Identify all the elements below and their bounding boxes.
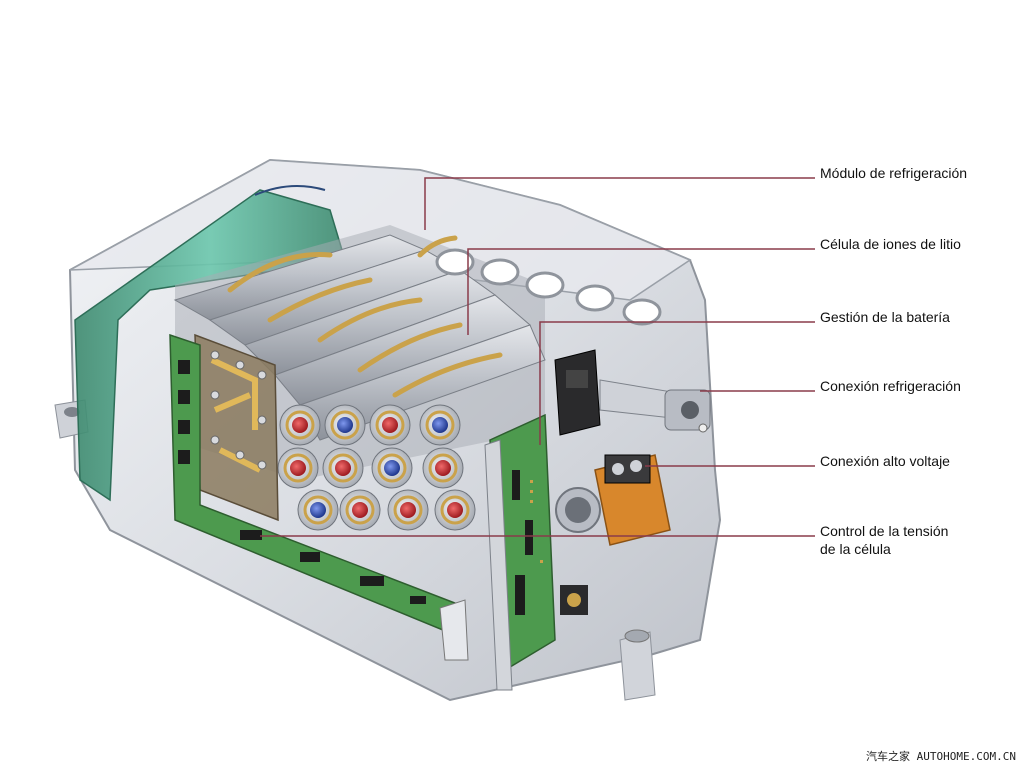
cell-cap-ring	[330, 410, 360, 440]
gold-bands	[227, 235, 503, 398]
cell-cap-ring	[283, 453, 313, 483]
positive-terminal	[435, 460, 451, 476]
battery-management-board	[484, 413, 556, 691]
cell-cap-ring	[285, 410, 315, 440]
cell-cap-ring	[303, 495, 333, 525]
cell-cap-ring	[428, 453, 458, 483]
negative-terminal	[337, 417, 353, 433]
cell-terminals	[277, 404, 476, 531]
cell-cap-ring	[328, 453, 358, 483]
label-cooling-module: Módulo de refrigeración	[820, 165, 968, 181]
leader-battery-management	[539, 321, 815, 445]
leader-lithium-cell	[467, 248, 815, 335]
label-battery-management: Gestión de la batería	[820, 309, 950, 325]
positive-terminal	[382, 417, 398, 433]
cell-cap-ring	[377, 453, 407, 483]
label-lithium-cell: Célula de iones de litio	[820, 236, 961, 252]
label-cell-voltage-control-line2: de la célula	[820, 541, 891, 557]
negative-terminal	[310, 502, 326, 518]
round-connector	[555, 487, 601, 615]
high-voltage-connector	[594, 454, 671, 546]
negative-terminal	[432, 417, 448, 433]
signal-plug-connector	[554, 349, 601, 436]
cooling-connection-fitting	[599, 379, 711, 433]
positive-terminal	[400, 502, 416, 518]
watermark: 汽车之家 AUTOHOME.COM.CN	[866, 750, 1016, 763]
cooling-tubes	[435, 248, 662, 326]
cell-voltage-control-board	[169, 333, 469, 661]
leader-lines	[260, 177, 815, 537]
bus-bar-plate	[194, 333, 279, 522]
positive-terminal	[290, 460, 306, 476]
cell-cap-ring	[425, 410, 455, 440]
label-cooling-connection: Conexión refrigeración	[820, 378, 961, 394]
leader-cooling-module	[424, 177, 815, 230]
positive-terminal	[335, 460, 351, 476]
label-high-voltage-connection: Conexión alto voltaje	[820, 453, 950, 469]
negative-terminal	[384, 460, 400, 476]
positive-terminal	[447, 502, 463, 518]
positive-terminal	[352, 502, 368, 518]
positive-terminal	[292, 417, 308, 433]
cell-cap-ring	[375, 410, 405, 440]
label-cell-voltage-control-line1: Control de la tensión	[820, 523, 949, 539]
cell-cap-ring	[440, 495, 470, 525]
cell-cap-ring	[393, 495, 423, 525]
cell-cap-ring	[345, 495, 375, 525]
